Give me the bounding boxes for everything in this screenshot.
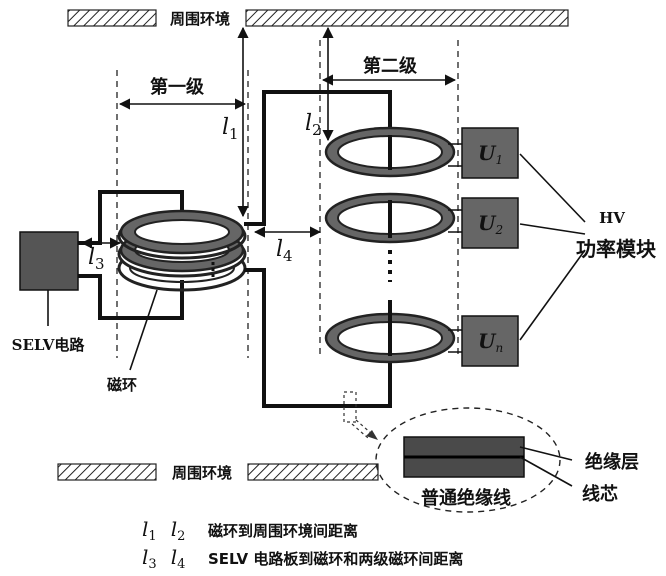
env-top-label: 周围环境 xyxy=(170,10,230,28)
env-bottom-label: 周围环境 xyxy=(172,464,232,482)
stage1-magnetic-core xyxy=(117,209,247,292)
selv-circuit-box xyxy=(19,231,79,291)
l1-label: l1 xyxy=(222,115,239,143)
l3-label: l3 xyxy=(88,245,105,273)
stage1-label: 第一级 xyxy=(150,76,205,98)
hv-leader-n xyxy=(519,249,586,341)
legend-text-1: 磁环到周围环境间距离 xyxy=(208,522,358,540)
selv-label: SELV电路 xyxy=(12,336,86,354)
svg-text:U1: U1 xyxy=(478,141,503,167)
selv-wire-lower xyxy=(78,274,184,320)
env-bottom-plate: 周围环境 xyxy=(57,463,379,482)
svg-text:l3 l4: l3 l4 xyxy=(142,545,185,572)
env-top-plate: 周围环境 xyxy=(67,9,569,28)
svg-text:l1 l2: l1 l2 xyxy=(142,517,185,544)
legend-row-1: l1 l2 磁环到周围环境间距离 xyxy=(142,517,358,544)
hv-leader-1 xyxy=(519,153,586,223)
module-u2: U2 xyxy=(461,197,519,249)
svg-text:Un: Un xyxy=(478,329,503,355)
power-module-label: 功率模块 xyxy=(576,237,657,261)
module-un: Un xyxy=(461,315,519,367)
core-label: 磁环 xyxy=(107,376,137,394)
selv-wire-upper xyxy=(78,190,184,245)
module-u1: U1 xyxy=(461,127,519,179)
svg-text:U2: U2 xyxy=(478,211,503,237)
l4-label: l4 xyxy=(276,237,293,265)
normal-wire-label: 普通绝缘线 xyxy=(421,487,511,509)
legend-text-2: SELV 电路板到磁环和两级磁环间距离 xyxy=(208,550,463,568)
wire-cross-section xyxy=(403,436,525,478)
wire-core-label: 线芯 xyxy=(582,483,618,505)
hv-leader-2 xyxy=(519,223,586,235)
core-wire-leader xyxy=(519,456,573,487)
main-wire-upper xyxy=(244,90,392,226)
zoom-circle xyxy=(375,407,561,513)
main-wire-lower xyxy=(244,268,392,408)
l2-label: l2 xyxy=(305,111,322,139)
legend-row-2: l3 l4 SELV 电路板到磁环和两级磁环间距离 xyxy=(142,545,463,572)
zoom-source-marker xyxy=(343,391,357,423)
insul-leader xyxy=(519,446,573,461)
insul-layer-label: 绝缘层 xyxy=(585,451,639,473)
hv-label: HV xyxy=(599,209,625,227)
stage2-label: 第二级 xyxy=(363,55,418,77)
zoom-arrow-head xyxy=(366,430,378,440)
core-leader xyxy=(129,289,158,371)
